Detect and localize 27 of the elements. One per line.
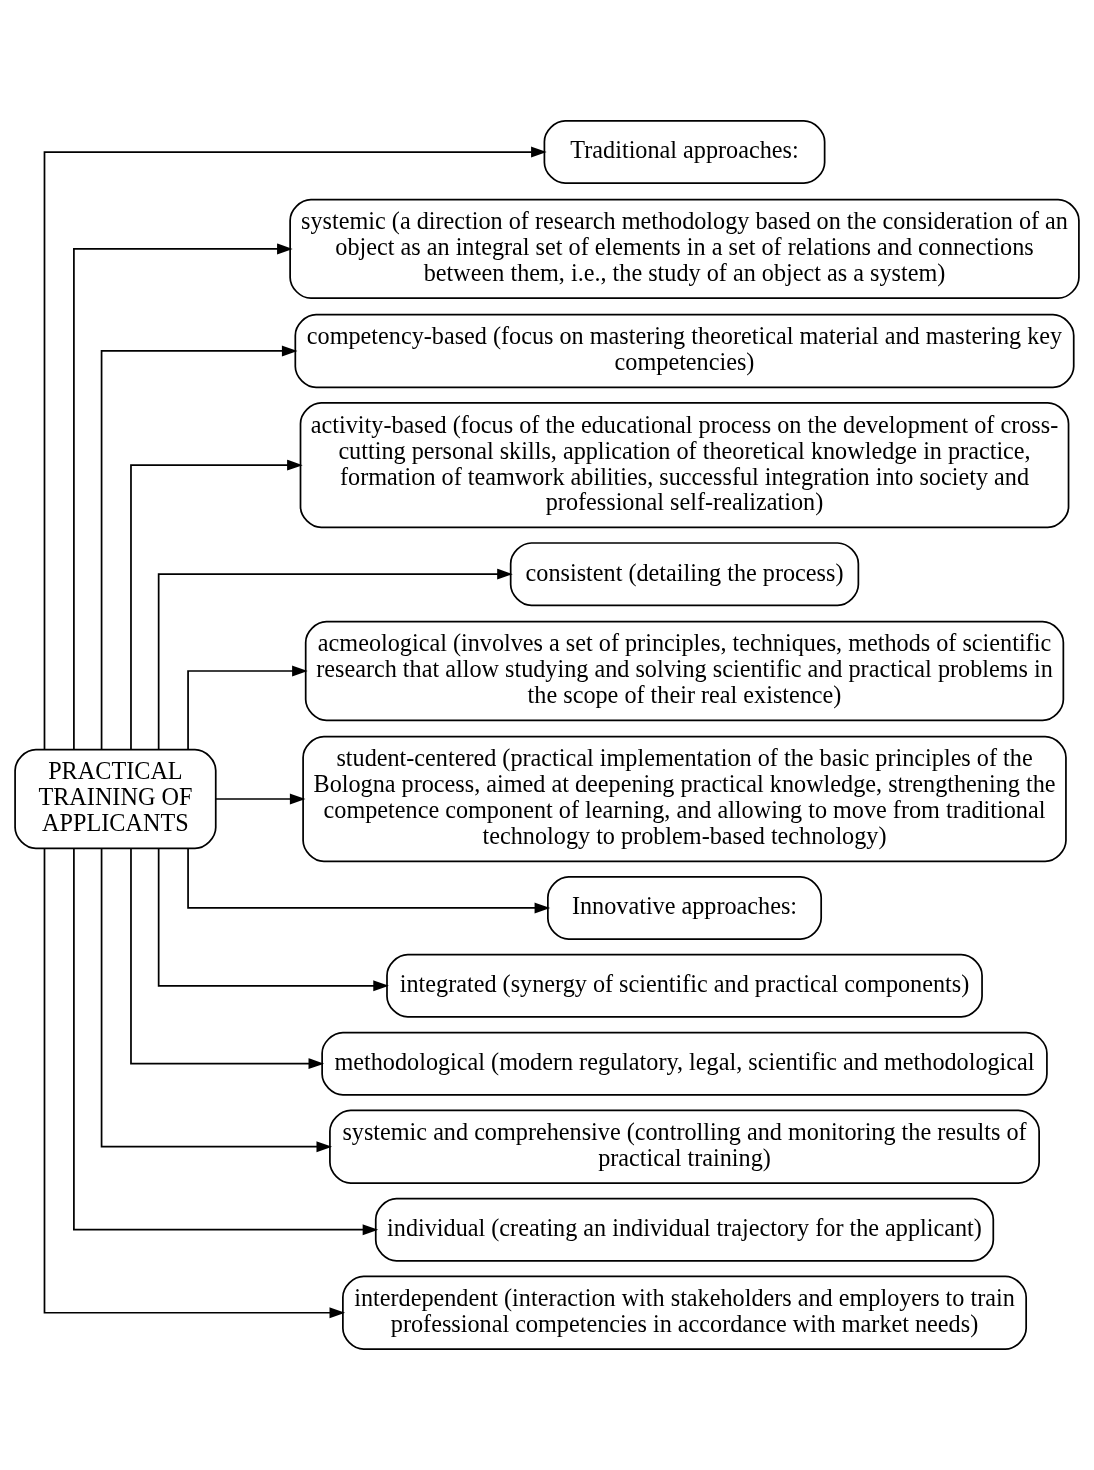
node-box: Innovative approaches: xyxy=(547,875,823,940)
node-box: competency-based (focus on mastering theoretical material and mastering key competencies) xyxy=(294,313,1075,389)
arrow xyxy=(100,345,298,751)
node-box: Traditional approaches: xyxy=(543,120,826,185)
arrow xyxy=(73,847,379,1236)
node-box: systemic (a direction of research methodology based on the consideration of an object as an integral set of elements in a set of relations and connections between them, i.e., the study of an object as a system) xyxy=(289,198,1080,300)
arrow xyxy=(215,793,306,805)
arrow xyxy=(157,568,513,751)
arrow xyxy=(43,847,346,1319)
arrow xyxy=(187,665,308,750)
arrow xyxy=(100,847,333,1153)
node-box: methodological (modern regulatory, legal, scientific and methodological xyxy=(321,1031,1048,1096)
node-box: interdependent (interaction with stakeholders and employers to train professional competencies in accordance with market needs) xyxy=(342,1275,1028,1350)
arrow xyxy=(73,243,293,751)
node-box: acmeological (involves a set of principles, techniques, methods of scientific research that allow studying and solving scientific and practical problems in the scope of their real existence) xyxy=(304,620,1065,722)
node-box: systemic and comprehensive (controlling and monitoring the results of practical training) xyxy=(329,1109,1040,1184)
arrow xyxy=(130,847,325,1070)
node-box: PRACTICAL TRAINING OF APPLICANTS xyxy=(14,748,217,850)
arrow xyxy=(187,847,551,914)
node-box: activity-based (focus of the educational process on the development of cross-cutting personal skills, application of theoretical knowledge in practice, formation of teamwork abilities, successful integration into society and professional self-realization) xyxy=(299,402,1070,529)
node-box: individual (creating an individual trajectory for the applicant) xyxy=(374,1197,995,1262)
node-box: student-centered (practical implementation of the basic principles of the Bologna process, aimed at deepening practical knowledge, strengthening the competence component of learning, and allowing to move from traditional technology to problem-based technology) xyxy=(302,735,1067,863)
arrow xyxy=(43,146,547,751)
node-box: consistent (detailing the process) xyxy=(509,542,860,607)
node-box: integrated (synergy of scientific and practical components) xyxy=(386,953,983,1018)
arrow xyxy=(157,847,389,992)
arrow xyxy=(130,459,303,750)
